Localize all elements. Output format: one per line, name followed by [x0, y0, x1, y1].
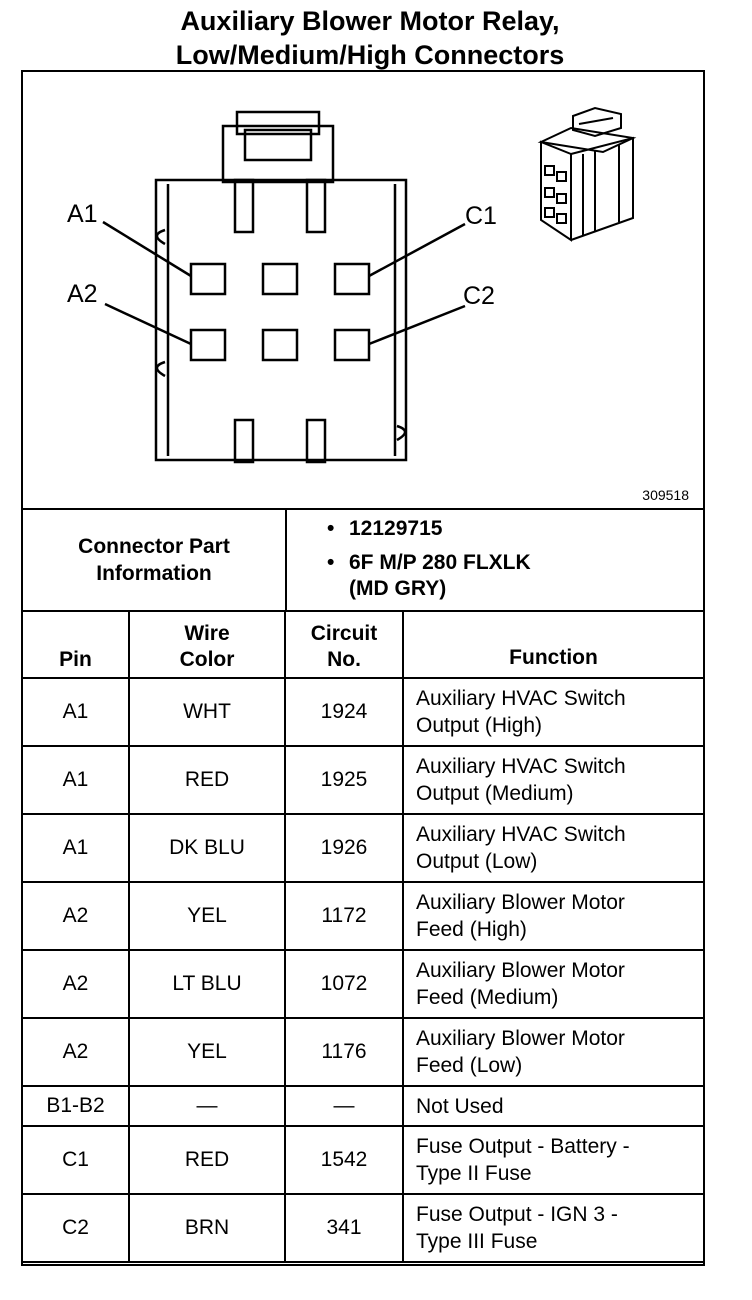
table-row: C2 BRN 341 Fuse Output - IGN 3 -Type III…: [23, 1193, 703, 1263]
part-number-item: • 12129715: [287, 516, 697, 542]
leader-a2: [104, 302, 192, 346]
cell-pin: A1: [23, 677, 130, 747]
cavity-a1: [189, 262, 227, 296]
table-row: B1-B2 — — Not Used: [23, 1085, 703, 1127]
bottom-slot-right: [305, 418, 327, 464]
bullet-2: •: [327, 551, 335, 574]
cell-circuit: 1924: [284, 677, 404, 747]
leader-a1: [102, 220, 192, 278]
cell-wire-color: YEL: [128, 1017, 286, 1087]
cell-pin: A2: [23, 949, 130, 1019]
cell-pin: A2: [23, 881, 130, 951]
label-c1: C1: [465, 202, 497, 230]
description-item: • 6F M/P 280 FLXLK (MD GRY): [287, 550, 697, 602]
header-pin: Pin: [23, 612, 130, 679]
cell-circuit: 341: [284, 1193, 404, 1263]
page-title: Auxiliary Blower Motor Relay, Low/Medium…: [0, 4, 740, 72]
cell-circuit: —: [284, 1085, 404, 1127]
title-line-1: Auxiliary Blower Motor Relay,: [180, 6, 560, 36]
connector-latch: [221, 124, 335, 184]
document-frame: A1 A2 C1 C2 309518 Connector Part Inform…: [21, 70, 705, 1266]
cavity-b1: [261, 262, 299, 296]
cell-wire-color: YEL: [128, 881, 286, 951]
description-line-2: (MD GRY): [349, 577, 447, 600]
cell-circuit: 1542: [284, 1125, 404, 1195]
cell-pin: A1: [23, 813, 130, 883]
latch-window: [243, 128, 313, 162]
cell-circuit: 1925: [284, 745, 404, 815]
top-slot-right: [305, 178, 327, 234]
label-a1: A1: [67, 200, 98, 228]
info-heading-line-1: Connector Part: [78, 535, 230, 558]
side-clip-upper: [155, 228, 166, 246]
cell-circuit: 1926: [284, 813, 404, 883]
description-line-1: 6F M/P 280 FLXLK: [349, 551, 531, 574]
leader-c1: [368, 222, 466, 278]
label-c2: C2: [463, 282, 495, 310]
connector-info-heading: Connector Part Information: [23, 510, 287, 610]
cell-function: Not Used: [402, 1085, 703, 1127]
table-row: C1 RED 1542 Fuse Output - Battery -Type …: [23, 1125, 703, 1195]
title-line-2: Low/Medium/High Connectors: [175, 40, 565, 70]
cell-function: Fuse Output - IGN 3 -Type III Fuse: [402, 1193, 703, 1263]
cell-wire-color: BRN: [128, 1193, 286, 1263]
cell-wire-color: RED: [128, 1125, 286, 1195]
cell-wire-color: —: [128, 1085, 286, 1127]
cell-function: Fuse Output - Battery -Type II Fuse: [402, 1125, 703, 1195]
info-heading-line-2: Information: [96, 562, 212, 585]
figure-number: 309518: [642, 487, 689, 503]
cell-pin: A1: [23, 745, 130, 815]
cell-pin: C2: [23, 1193, 130, 1263]
cell-pin: B1-B2: [23, 1085, 130, 1127]
latch-tab: [235, 110, 321, 136]
cavity-c2: [333, 328, 371, 362]
bottom-slot-left: [233, 418, 255, 464]
part-number: 12129715: [349, 517, 443, 540]
connector-part-info: Connector Part Information • 12129715 • …: [23, 510, 703, 612]
label-a2: A2: [67, 280, 98, 308]
cell-pin: A2: [23, 1017, 130, 1087]
connector-diagram: A1 A2 C1 C2 309518: [23, 72, 703, 510]
side-clip-right: [396, 424, 407, 442]
connector-info-details: • 12129715 • 6F M/P 280 FLXLK (MD GRY): [287, 516, 697, 610]
connector-drawing: [102, 106, 637, 464]
connector-thumbnail: [537, 106, 637, 242]
cell-circuit: 1072: [284, 949, 404, 1019]
cell-pin: C1: [23, 1125, 130, 1195]
connector-body: [154, 178, 408, 462]
top-slot-left: [233, 178, 255, 234]
cavity-c1: [333, 262, 371, 296]
cavity-b2: [261, 328, 299, 362]
cell-wire-color: RED: [128, 745, 286, 815]
cell-wire-color: WHT: [128, 677, 286, 747]
cell-wire-color: DK BLU: [128, 813, 286, 883]
cell-circuit: 1176: [284, 1017, 404, 1087]
cavity-a2: [189, 328, 227, 362]
leader-c2: [368, 304, 466, 346]
cell-circuit: 1172: [284, 881, 404, 951]
header-function: Function: [402, 612, 703, 679]
bullet-1: •: [327, 517, 335, 540]
side-clip-lower: [155, 360, 166, 378]
cell-wire-color: LT BLU: [128, 949, 286, 1019]
